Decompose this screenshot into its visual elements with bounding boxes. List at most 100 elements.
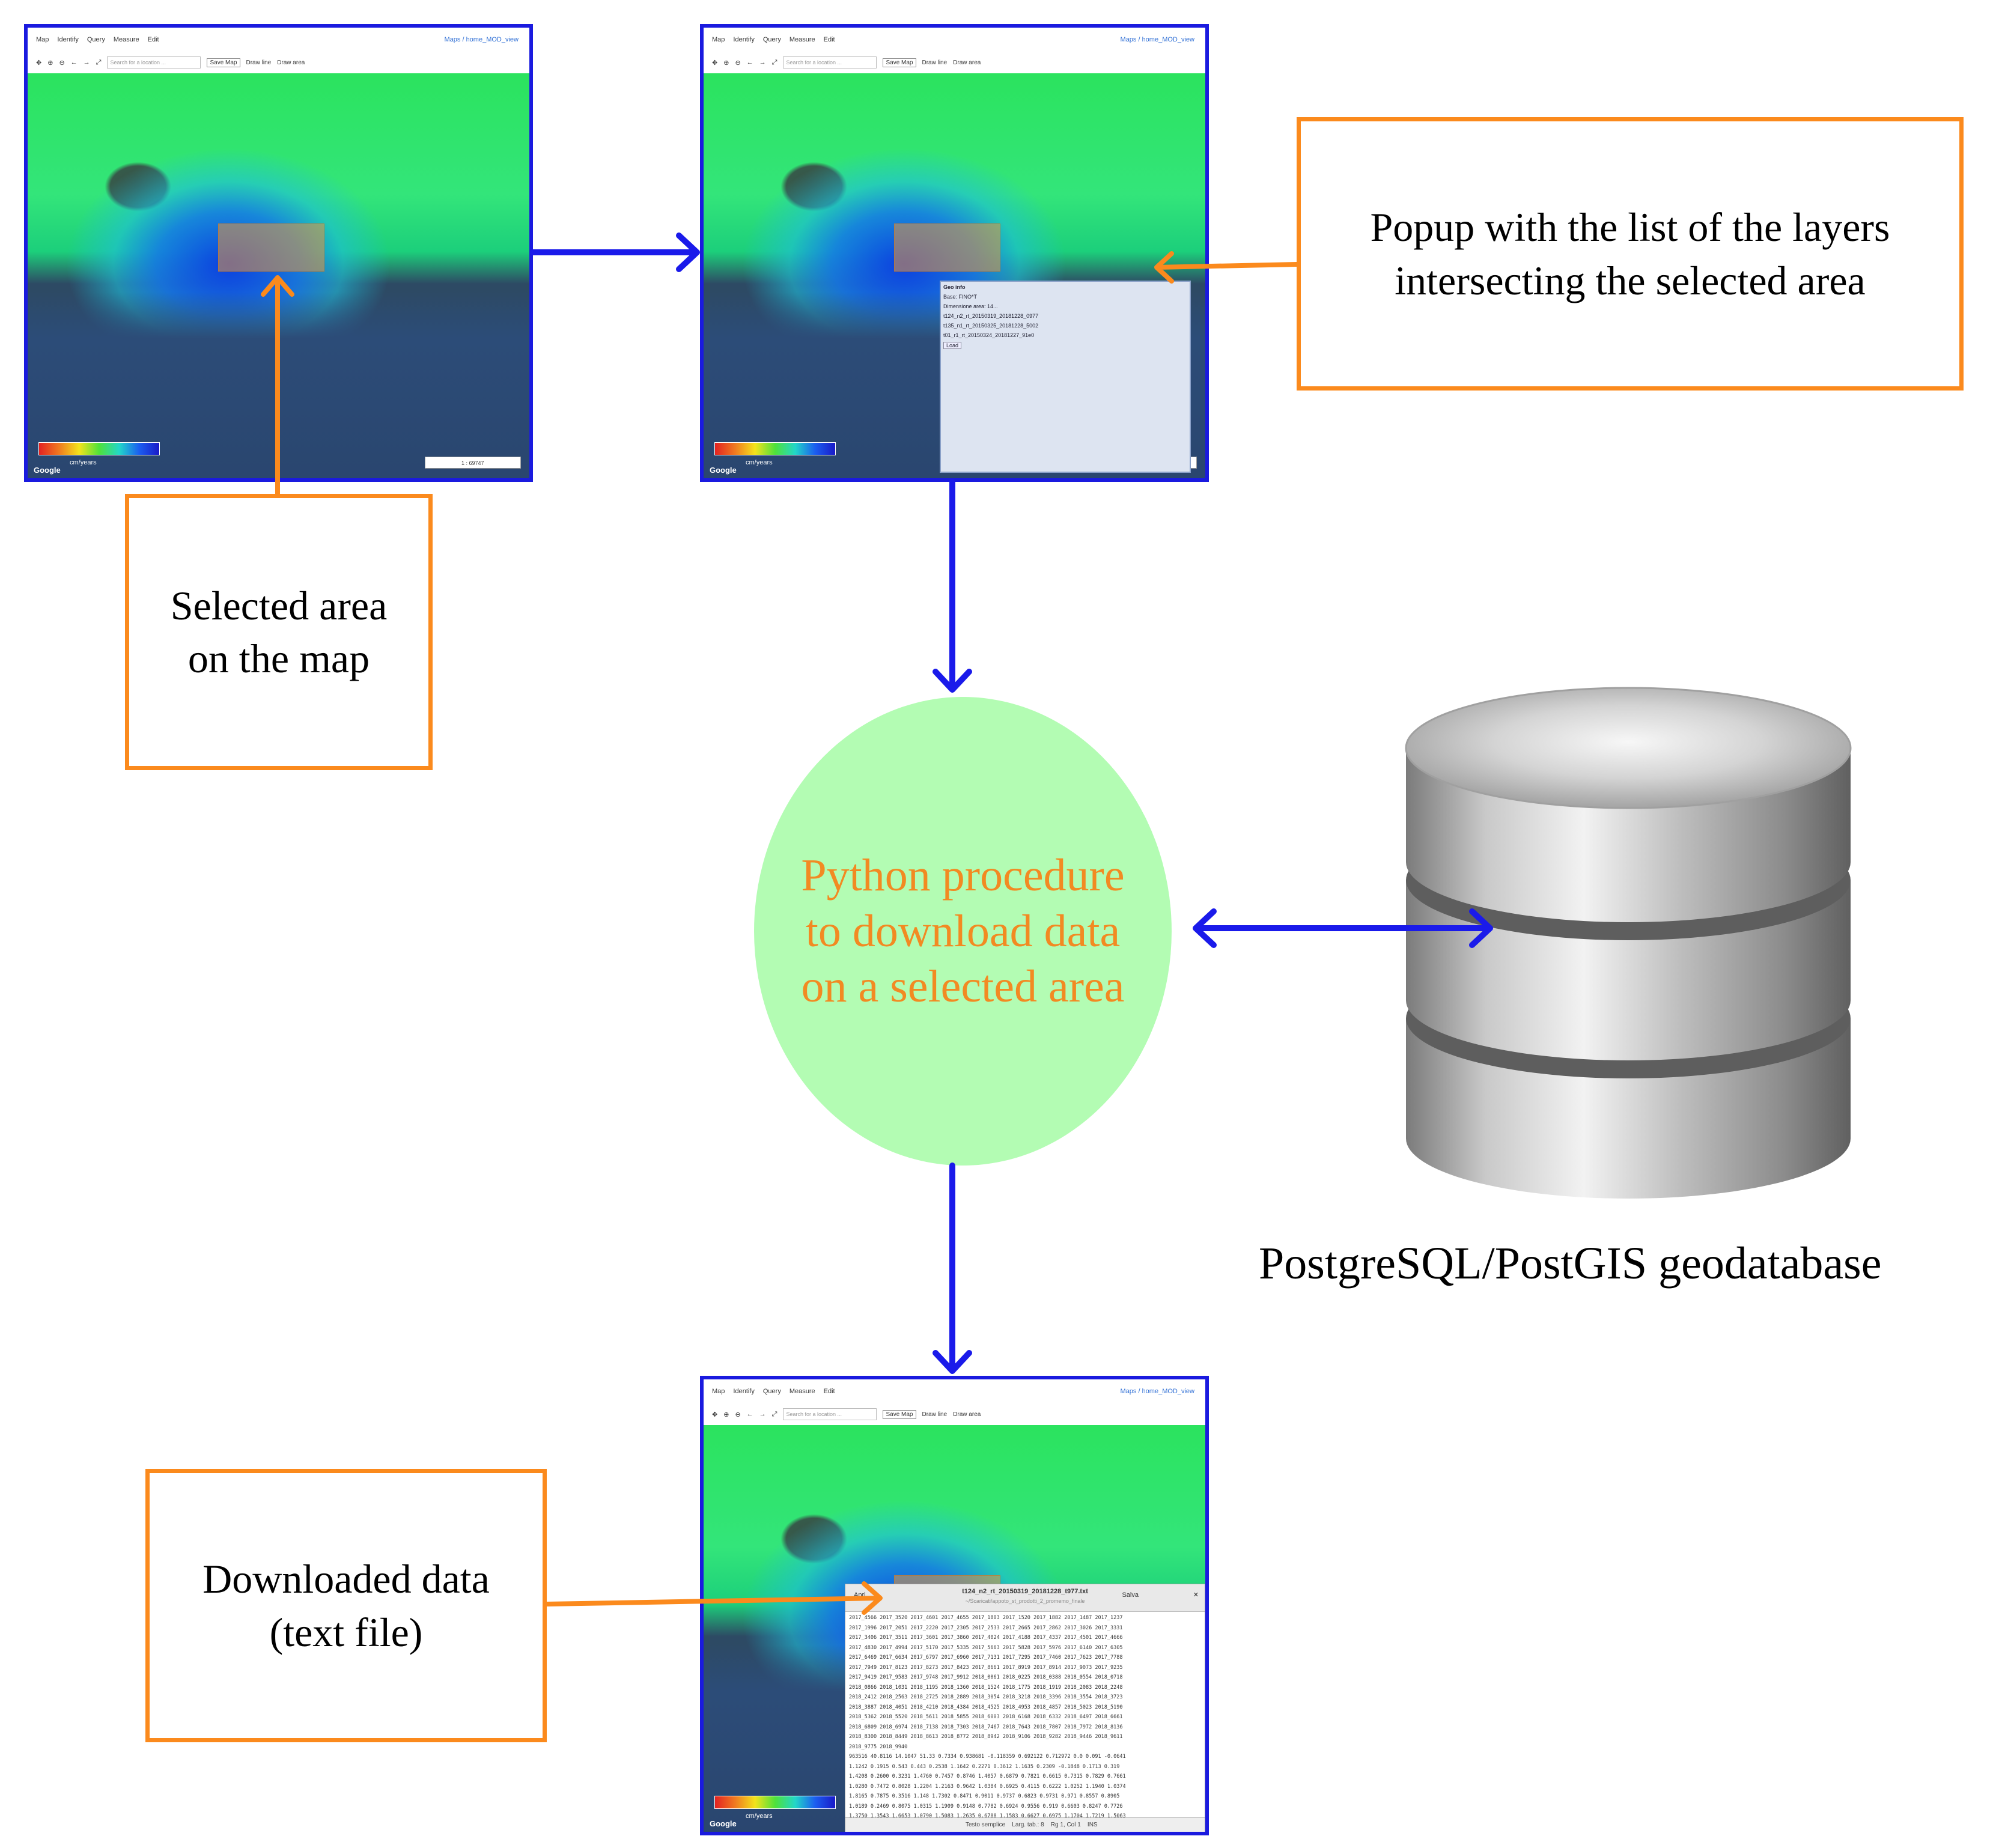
file-line: 2017_3406 2017_3511 2017_3601 2017_3860 …: [849, 1635, 1123, 1641]
toolbar-measure[interactable]: Measure: [789, 1388, 815, 1395]
toolbar-map-menu[interactable]: Map: [712, 36, 725, 43]
fullscreen-icon[interactable]: ⤢: [771, 1410, 777, 1418]
file-line: 2018_2412 2018_2563 2018_2725 2018_2889 …: [849, 1694, 1123, 1700]
popup-title: Geo info: [943, 284, 966, 290]
pan-icon[interactable]: ✥: [712, 1411, 718, 1418]
zoom-in-icon[interactable]: ⊕: [47, 59, 53, 67]
velocity-legend: [38, 442, 160, 455]
arrow-shot2-to-procedure: [933, 479, 972, 693]
toolbar-query[interactable]: Query: [762, 1388, 781, 1395]
file-line: 1.0280 0.7472 0.8028 1.2204 1.2163 0.964…: [849, 1783, 1126, 1790]
file-line: 2018_6809 2018_6974 2018_7138 2018_7303 …: [849, 1724, 1123, 1730]
file-line: 2017_4566 2017_3520 2017_4601 2017_4655 …: [849, 1615, 1123, 1621]
file-line: 1.3750 1.3543 1.6653 1.0790 1.5083 1.263…: [849, 1813, 1126, 1818]
toolbar-edit[interactable]: Edit: [823, 36, 835, 43]
status-ins: INS: [1087, 1822, 1098, 1828]
file-line: 1.0189 0.2469 0.8075 1.0315 1.1909 0.914…: [849, 1803, 1123, 1810]
status-mode[interactable]: Testo semplice: [966, 1822, 1006, 1828]
zoom-in-icon[interactable]: ⊕: [723, 1411, 729, 1418]
toolbar-edit[interactable]: Edit: [147, 36, 159, 43]
file-line: 2017_6469 2017_6634 2017_6797 2017_6960 …: [849, 1655, 1123, 1661]
layer-row[interactable]: t124_n2_rt_20150319_20181228_0977: [943, 313, 1039, 319]
pointer-to-selected-area: [261, 275, 294, 496]
file-path: ~/Scaricati/appoto_st_prodotti_2_promemo…: [965, 1598, 1085, 1604]
back-icon[interactable]: ←: [746, 1411, 753, 1418]
file-line: 1.8165 0.7875 0.3516 1.148 1.7302 0.8471…: [849, 1793, 1120, 1799]
save-map-button[interactable]: Save Map: [883, 58, 916, 67]
google-logo: Google: [710, 1819, 737, 1828]
status-tab[interactable]: Larg. tab.: 8: [1012, 1822, 1044, 1828]
file-line: 963516 40.8116 14.1047 51.33 0.7334 0.93…: [849, 1754, 1126, 1760]
draw-line-button[interactable]: Draw line: [246, 59, 272, 66]
layer-row[interactable]: t135_n1_rt_20150325_20181228_5002: [943, 323, 1039, 329]
nav-toolbar: ✥ ⊕ ⊖ ← → ⤢ Search for a location ... Sa…: [704, 1403, 1205, 1426]
search-input[interactable]: Search for a location ...: [783, 1408, 877, 1420]
search-input[interactable]: Search for a location ...: [783, 56, 877, 68]
zoom-out-icon[interactable]: ⊖: [735, 1411, 741, 1418]
file-line: 2017_9419 2017_9583 2017_9748 2017_9912 …: [849, 1674, 1123, 1680]
legend-unit: cm/years: [70, 459, 97, 466]
search-input[interactable]: Search for a location ...: [107, 56, 201, 68]
maps-link[interactable]: Maps / home_MOD_view: [444, 36, 519, 43]
pointer-to-popup: [1154, 251, 1299, 284]
forward-icon[interactable]: →: [83, 59, 90, 66]
pan-icon[interactable]: ✥: [36, 59, 42, 67]
file-line: 1.4208 0.2600 0.3231 1.4760 0.7457 0.874…: [849, 1774, 1126, 1780]
selected-area-text: Selected area on the map: [170, 582, 388, 681]
zoom-out-icon[interactable]: ⊖: [59, 59, 65, 67]
nav-toolbar: ✥ ⊕ ⊖ ← → ⤢ Search for a location ... Sa…: [704, 52, 1205, 74]
zoom-out-icon[interactable]: ⊖: [735, 59, 741, 67]
status-position: Rg 1, Col 1: [1050, 1822, 1081, 1828]
editor-statusbar: Testo semplice Larg. tab.: 8 Rg 1, Col 1…: [845, 1817, 1205, 1832]
close-icon[interactable]: ✕: [1193, 1591, 1199, 1599]
popup-label-box: Popup with the list of the layers inters…: [1297, 117, 1964, 391]
toolbar-identify[interactable]: Identify: [733, 36, 755, 43]
toolbar-measure[interactable]: Measure: [789, 36, 815, 43]
draw-line-button[interactable]: Draw line: [922, 59, 948, 66]
file-line: 2018_5362 2018_5520 2018_5611 2018_5855 …: [849, 1714, 1123, 1720]
toolbar-edit[interactable]: Edit: [823, 1388, 835, 1395]
save-map-button[interactable]: Save Map: [207, 58, 240, 67]
fullscreen-icon[interactable]: ⤢: [771, 58, 777, 66]
layer-row[interactable]: t01_r1_rt_20150324_20181227_91e0: [943, 332, 1035, 338]
toolbar-measure[interactable]: Measure: [113, 36, 139, 43]
draw-area-button[interactable]: Draw area: [277, 59, 305, 66]
map-view[interactable]: cm/years Google 1 : 69747 Geo info Base:…: [704, 73, 1205, 478]
fullscreen-icon[interactable]: ⤢: [96, 58, 102, 66]
map-toolbar: Map Identify Query Measure Edit Maps / h…: [704, 1379, 1205, 1404]
maps-link[interactable]: Maps / home_MOD_view: [1120, 1388, 1195, 1395]
file-content[interactable]: 2017_4566 2017_3520 2017_4601 2017_4655 …: [845, 1612, 1205, 1818]
google-logo: Google: [34, 466, 61, 475]
scale-select[interactable]: 1 : 69747: [425, 457, 521, 469]
back-icon[interactable]: ←: [746, 59, 753, 66]
selected-area-box: Selected area on the map: [125, 494, 433, 770]
maps-link[interactable]: Maps / home_MOD_view: [1120, 36, 1195, 43]
save-map-button[interactable]: Save Map: [883, 1409, 916, 1419]
toolbar-identify[interactable]: Identify: [733, 1388, 755, 1395]
draw-area-button[interactable]: Draw area: [953, 59, 981, 66]
draw-line-button[interactable]: Draw line: [922, 1411, 948, 1418]
toolbar-query[interactable]: Query: [762, 36, 781, 43]
pan-icon[interactable]: ✥: [712, 59, 718, 67]
file-line: 2018_0866 2018_1031 2018_1195 2018_1360 …: [849, 1684, 1123, 1691]
database-label: PostgreSQL/PostGIS geodatabase: [1259, 1238, 1882, 1289]
selected-area: [218, 223, 324, 272]
velocity-legend: [714, 1796, 836, 1809]
toolbar-identify[interactable]: Identify: [57, 36, 79, 43]
popup-info-2: Dimensione area: 14...: [943, 303, 998, 309]
editor-titlebar: Apri t124_n2_rt_20150319_20181228_t977.t…: [845, 1584, 1205, 1612]
save-button[interactable]: Salva: [1122, 1591, 1139, 1599]
toolbar-query[interactable]: Query: [87, 36, 105, 43]
back-icon[interactable]: ←: [70, 59, 78, 66]
zoom-in-icon[interactable]: ⊕: [723, 59, 729, 67]
forward-icon[interactable]: →: [759, 59, 766, 66]
load-button[interactable]: Load: [943, 342, 962, 349]
toolbar-map-menu[interactable]: Map: [712, 1388, 725, 1395]
file-line: 1.1242 0.1915 0.543 0.443 0.2538 1.1642 …: [849, 1763, 1120, 1770]
toolbar-map-menu[interactable]: Map: [36, 36, 49, 43]
draw-area-button[interactable]: Draw area: [953, 1411, 981, 1418]
file-line: 2017_4830 2017_4994 2017_5170 2017_5335 …: [849, 1644, 1123, 1651]
forward-icon[interactable]: →: [759, 1411, 766, 1418]
map-screenshot-3: Map Identify Query Measure Edit Maps / h…: [700, 1376, 1209, 1835]
